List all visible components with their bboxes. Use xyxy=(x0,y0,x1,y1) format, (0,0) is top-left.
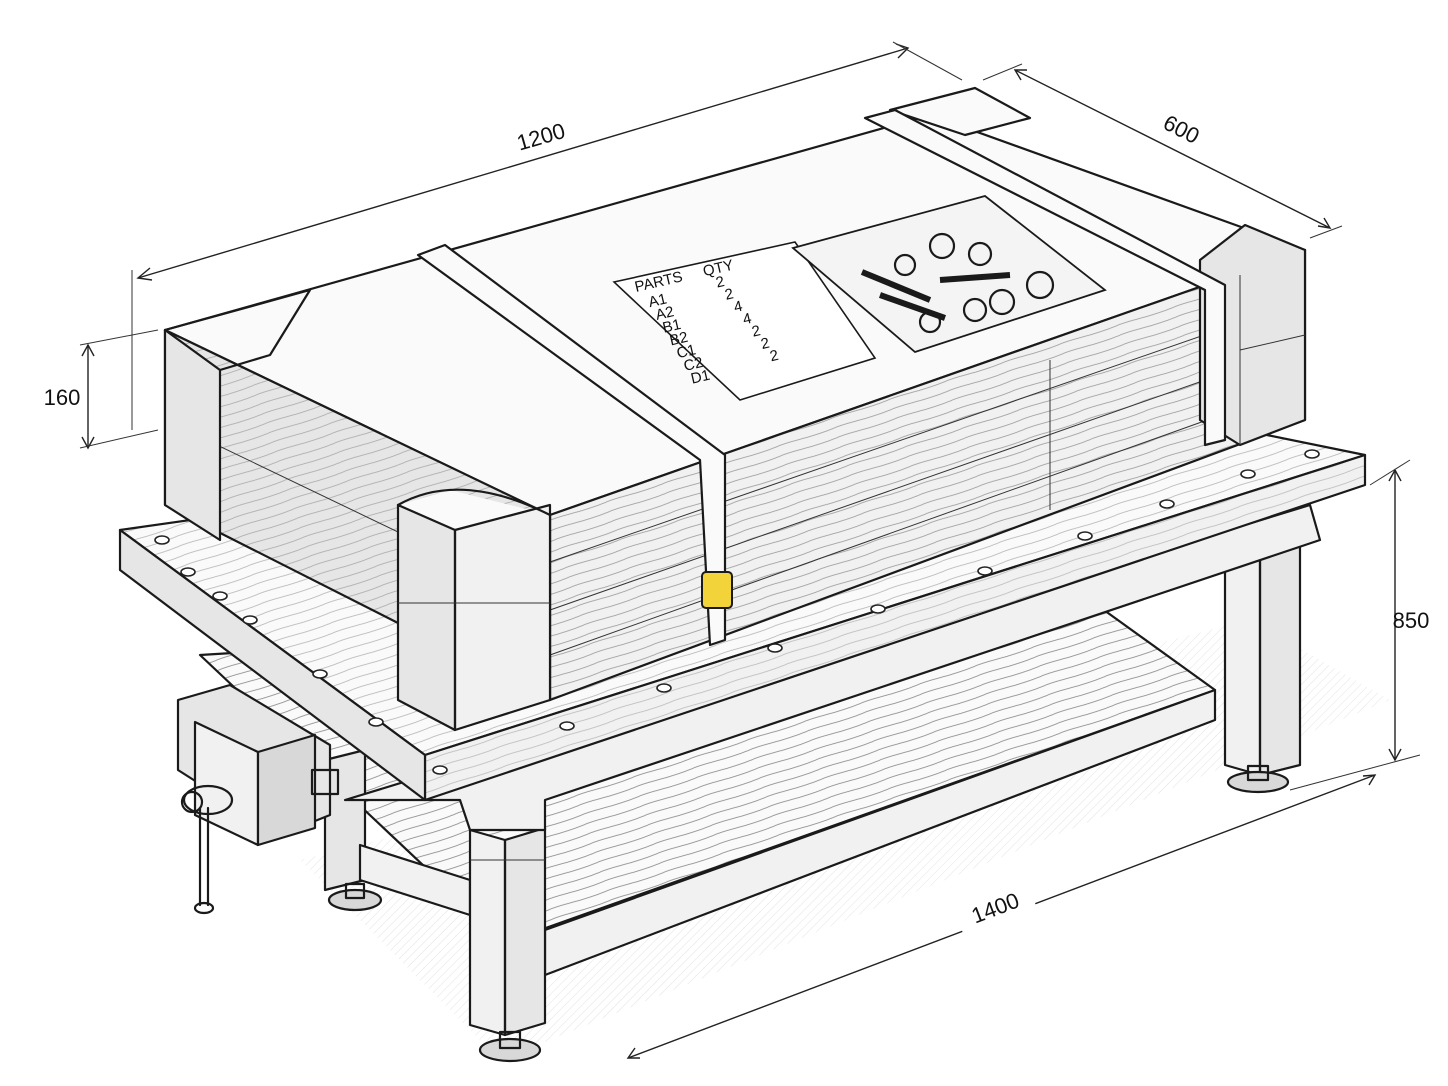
corner-protector-left xyxy=(163,288,312,542)
leg-back-left xyxy=(323,748,383,912)
dimension-depth-value: 600 xyxy=(1159,110,1203,149)
leg-front-left xyxy=(468,826,547,1063)
strap-left xyxy=(416,243,727,647)
part-qty: 2 xyxy=(750,322,762,340)
strap-right xyxy=(863,108,1227,447)
bolt-icon xyxy=(860,232,1055,334)
lower-shelf xyxy=(198,598,1217,977)
part-id: A1 xyxy=(647,290,669,311)
bench-vise xyxy=(176,683,340,915)
part-id: C1 xyxy=(675,341,698,362)
part-qty: 2 xyxy=(723,285,735,303)
dimension-bench-height: 850 xyxy=(1289,459,1430,791)
dimension-bench-length-value: 1400 xyxy=(968,888,1023,929)
part-id: C2 xyxy=(682,354,705,375)
strap-buckle xyxy=(701,571,733,609)
part-id: D1 xyxy=(689,367,712,388)
dimension-bench-height-value: 850 xyxy=(1393,608,1430,633)
part-qty: 4 xyxy=(741,310,753,328)
dog-holes xyxy=(154,449,1320,775)
part-qty: 4 xyxy=(732,298,744,316)
part-id: B1 xyxy=(661,316,683,337)
part-qty: 2 xyxy=(714,273,726,291)
parts-label xyxy=(612,241,877,401)
corner-protector-front xyxy=(396,488,552,732)
part-qty: 2 xyxy=(768,347,780,365)
dimension-package-height: 160 xyxy=(44,329,159,450)
dimension-package-height-value: 160 xyxy=(44,385,81,410)
qty-header: QTY xyxy=(701,257,735,281)
dimension-length-value: 1200 xyxy=(514,118,568,156)
part-id: B2 xyxy=(668,329,690,350)
corner-protector-right xyxy=(1198,223,1307,447)
part-id: A2 xyxy=(654,303,676,324)
hardware-bag xyxy=(791,195,1107,354)
part-qty: 2 xyxy=(759,335,771,353)
corner-protector-back xyxy=(888,86,1032,137)
flat-pack-box xyxy=(163,86,1307,732)
